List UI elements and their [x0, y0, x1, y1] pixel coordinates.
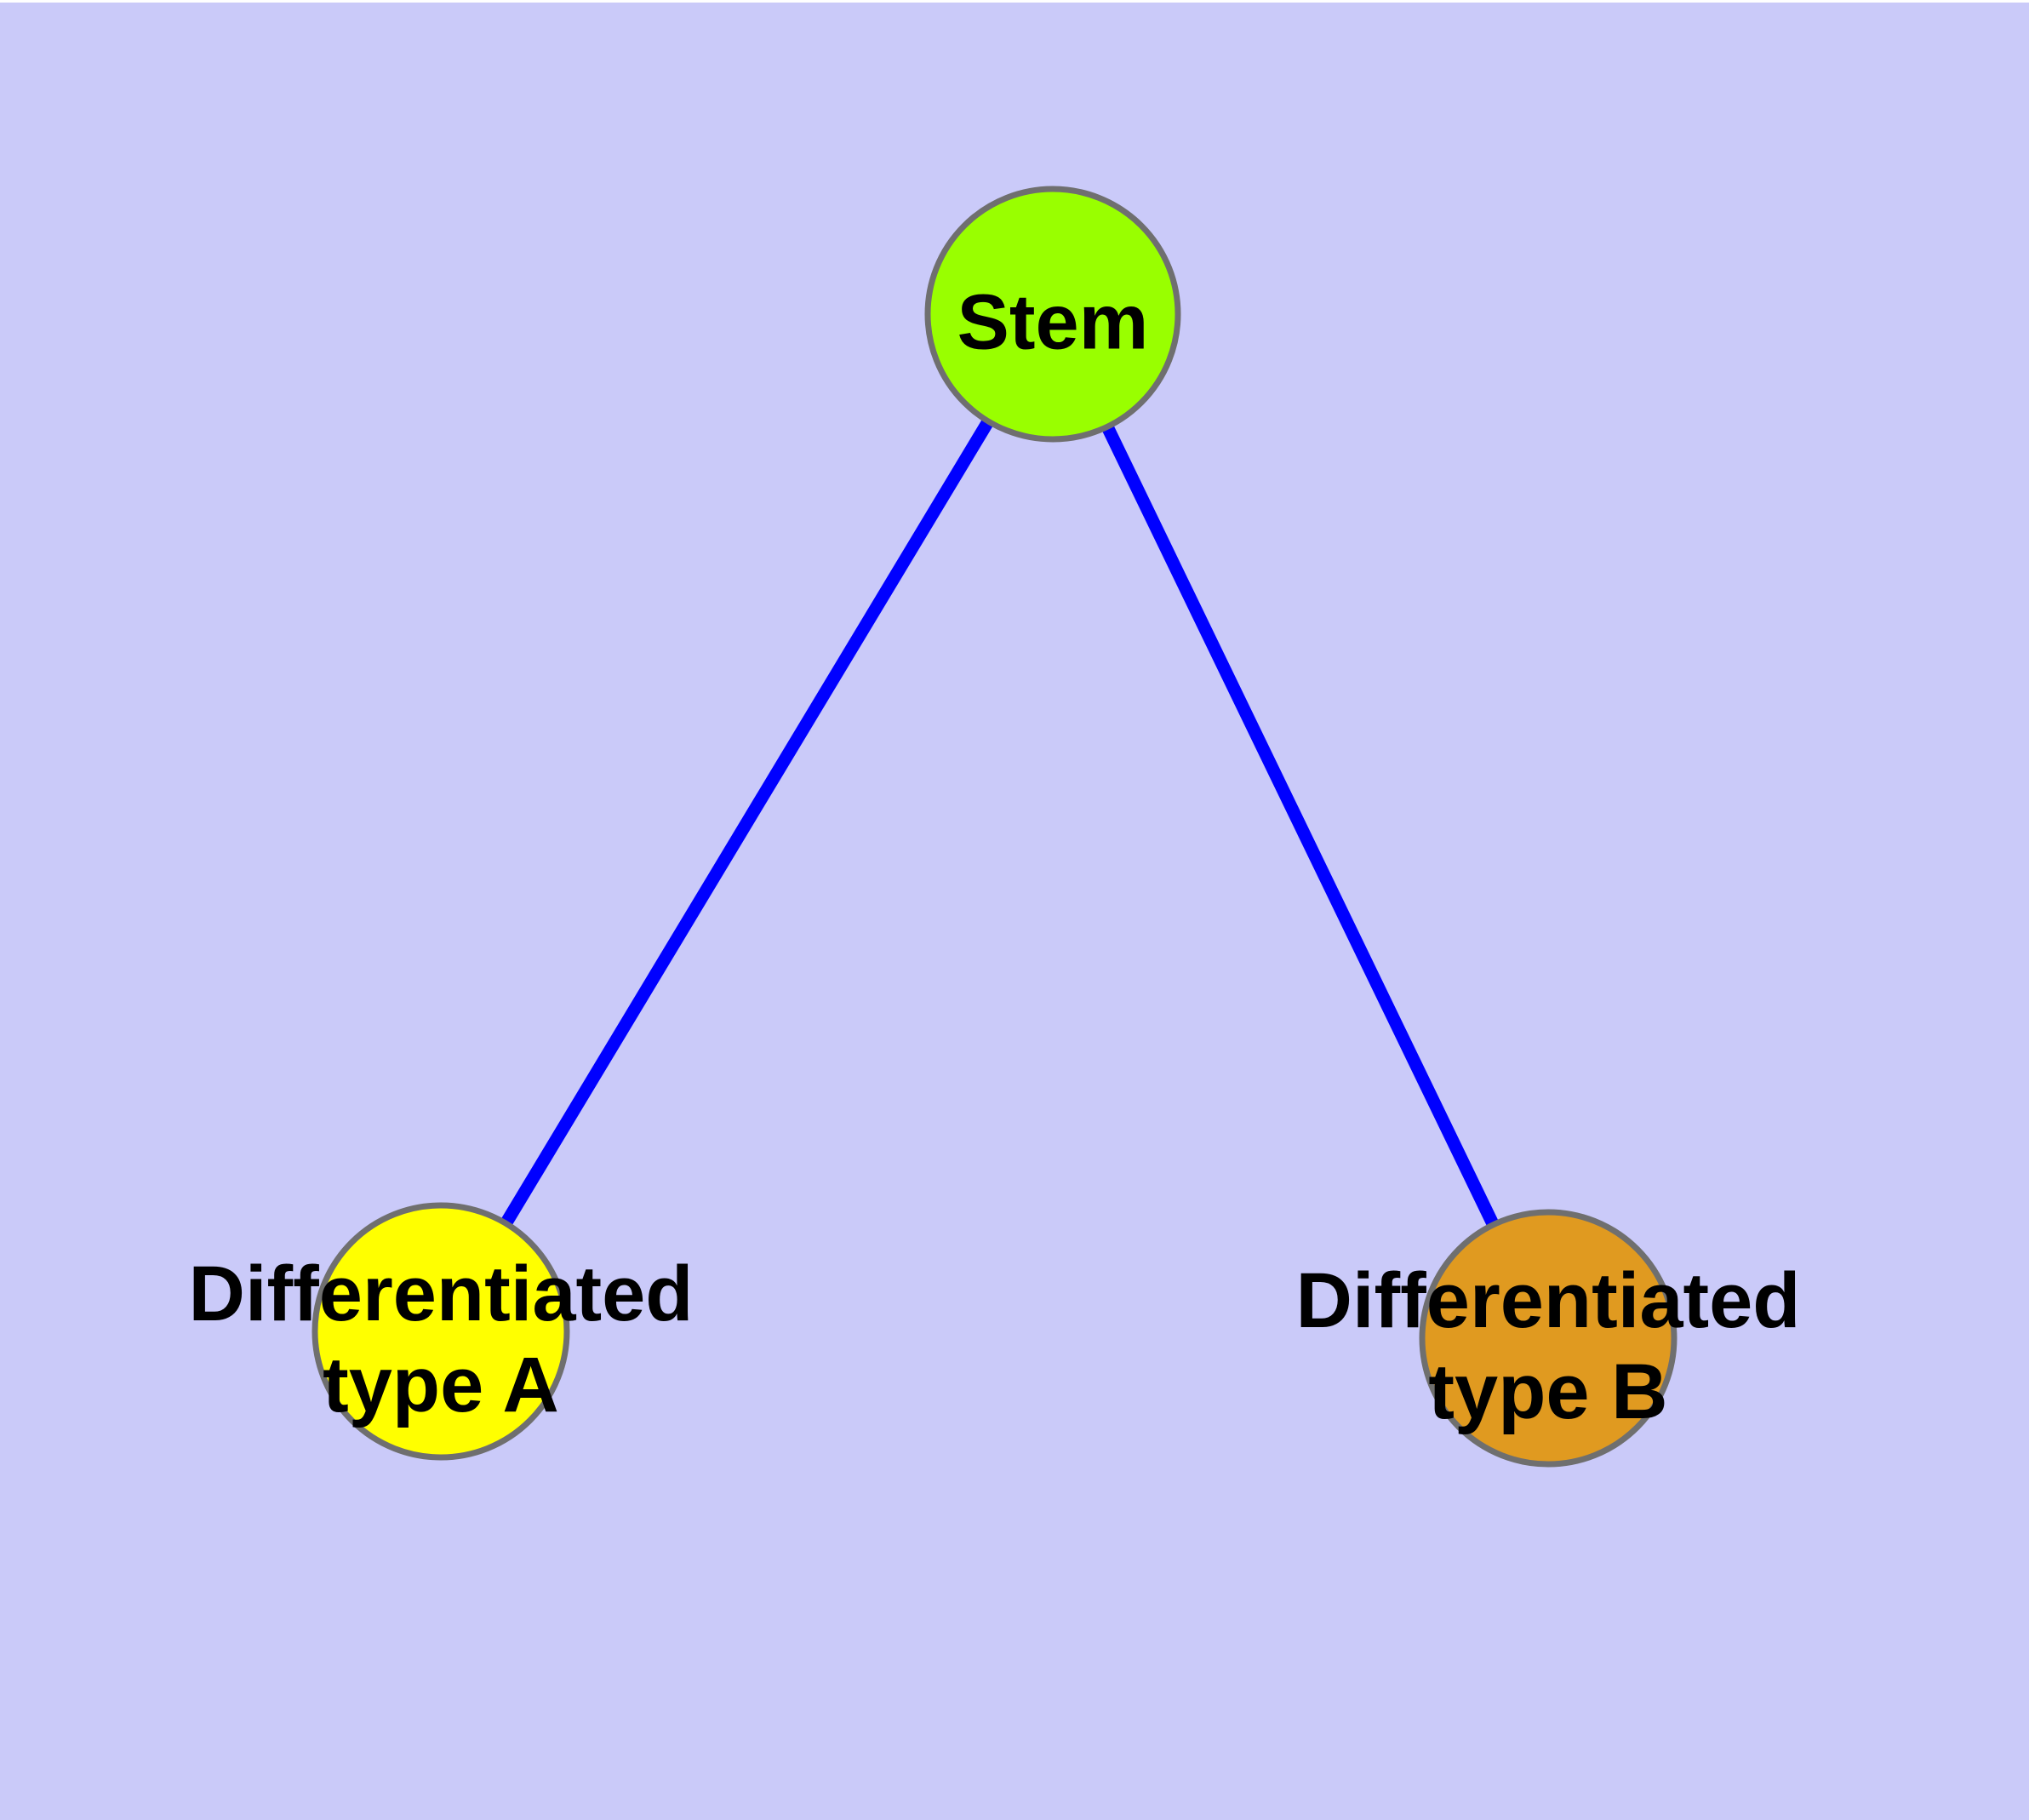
- nodes: [311, 186, 1677, 1468]
- node-stem: [924, 186, 1181, 443]
- edge-stem-differentiated-a: [435, 311, 1059, 1335]
- edges: [435, 311, 1554, 1342]
- node-differentiated-b: [1419, 1209, 1677, 1468]
- node-differentiated-a: [311, 1202, 570, 1461]
- edge-stem-differentiated-b: [1047, 311, 1554, 1342]
